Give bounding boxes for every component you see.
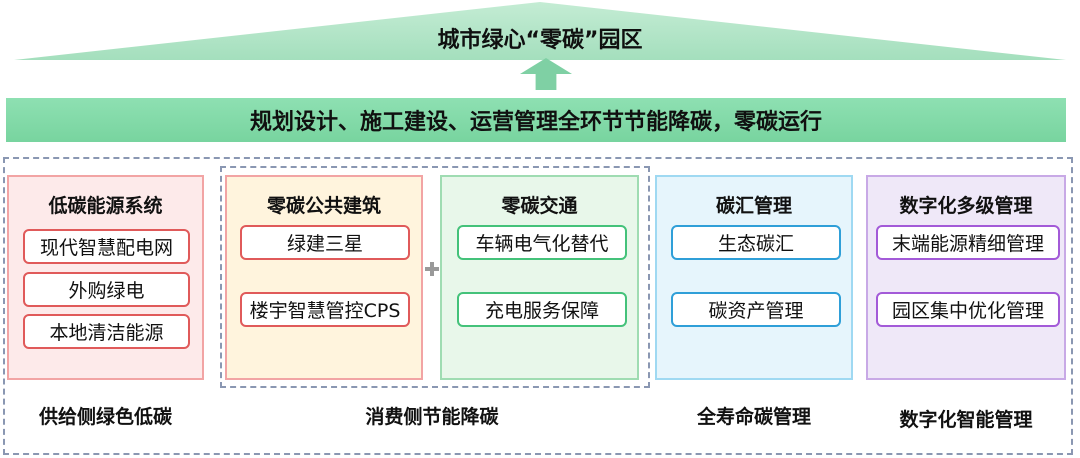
caption-consumption-side: 消费侧节能降碳: [365, 406, 499, 428]
plus-icon: [425, 262, 439, 276]
item-smart-grid: 现代智慧配电网: [23, 229, 190, 264]
item-charging-service: 充电服务保障: [457, 292, 627, 327]
caption-supply-side: 供给侧绿色低碳: [38, 406, 172, 428]
panel-carbon-sink: 碳汇管理 生态碳汇 碳资产管理: [655, 175, 853, 380]
roof-title: 城市绿心“零碳”园区: [437, 28, 643, 53]
panel-zero-carbon-transport: 零碳交通 车辆电气化替代 充电服务保障: [440, 175, 639, 380]
panel-title: 零碳交通: [501, 195, 578, 217]
item-vehicle-electrification: 车辆电气化替代: [457, 225, 627, 260]
item-green-power: 外购绿电: [23, 272, 190, 307]
consumption-dashed-frame: [220, 166, 650, 388]
panel-zero-carbon-building: 零碳公共建筑 绿建三星 楼宇智慧管控CPS: [225, 175, 423, 380]
panel-title: 低碳能源系统: [48, 195, 163, 217]
caption-digital: 数字化智能管理: [899, 409, 1033, 431]
item-clean-energy: 本地清洁能源: [23, 314, 190, 349]
panel-low-carbon-energy: 低碳能源系统 现代智慧配电网 外购绿电 本地清洁能源: [7, 175, 204, 380]
item-ecological-sink: 生态碳汇: [671, 225, 841, 260]
outer-dashed-frame: [3, 157, 1073, 455]
item-park-optimization: 园区集中优化管理: [876, 292, 1060, 327]
panel-title: 零碳公共建筑: [266, 195, 381, 217]
caption-lifecycle: 全寿命碳管理: [696, 406, 811, 428]
panel-title: 碳汇管理: [715, 195, 792, 217]
item-green-building: 绿建三星: [240, 225, 410, 260]
panel-title: 数字化多级管理: [899, 195, 1033, 217]
arrow-up-icon: [520, 58, 572, 90]
panel-digital-management: 数字化多级管理 末端能源精细管理 园区集中优化管理: [866, 175, 1066, 380]
item-carbon-asset: 碳资产管理: [671, 292, 841, 327]
item-terminal-energy: 末端能源精细管理: [876, 225, 1060, 260]
banner: 规划设计、施工建设、运营管理全环节节能降碳，零碳运行: [6, 98, 1066, 142]
item-building-cps: 楼宇智慧管控CPS: [240, 292, 410, 327]
